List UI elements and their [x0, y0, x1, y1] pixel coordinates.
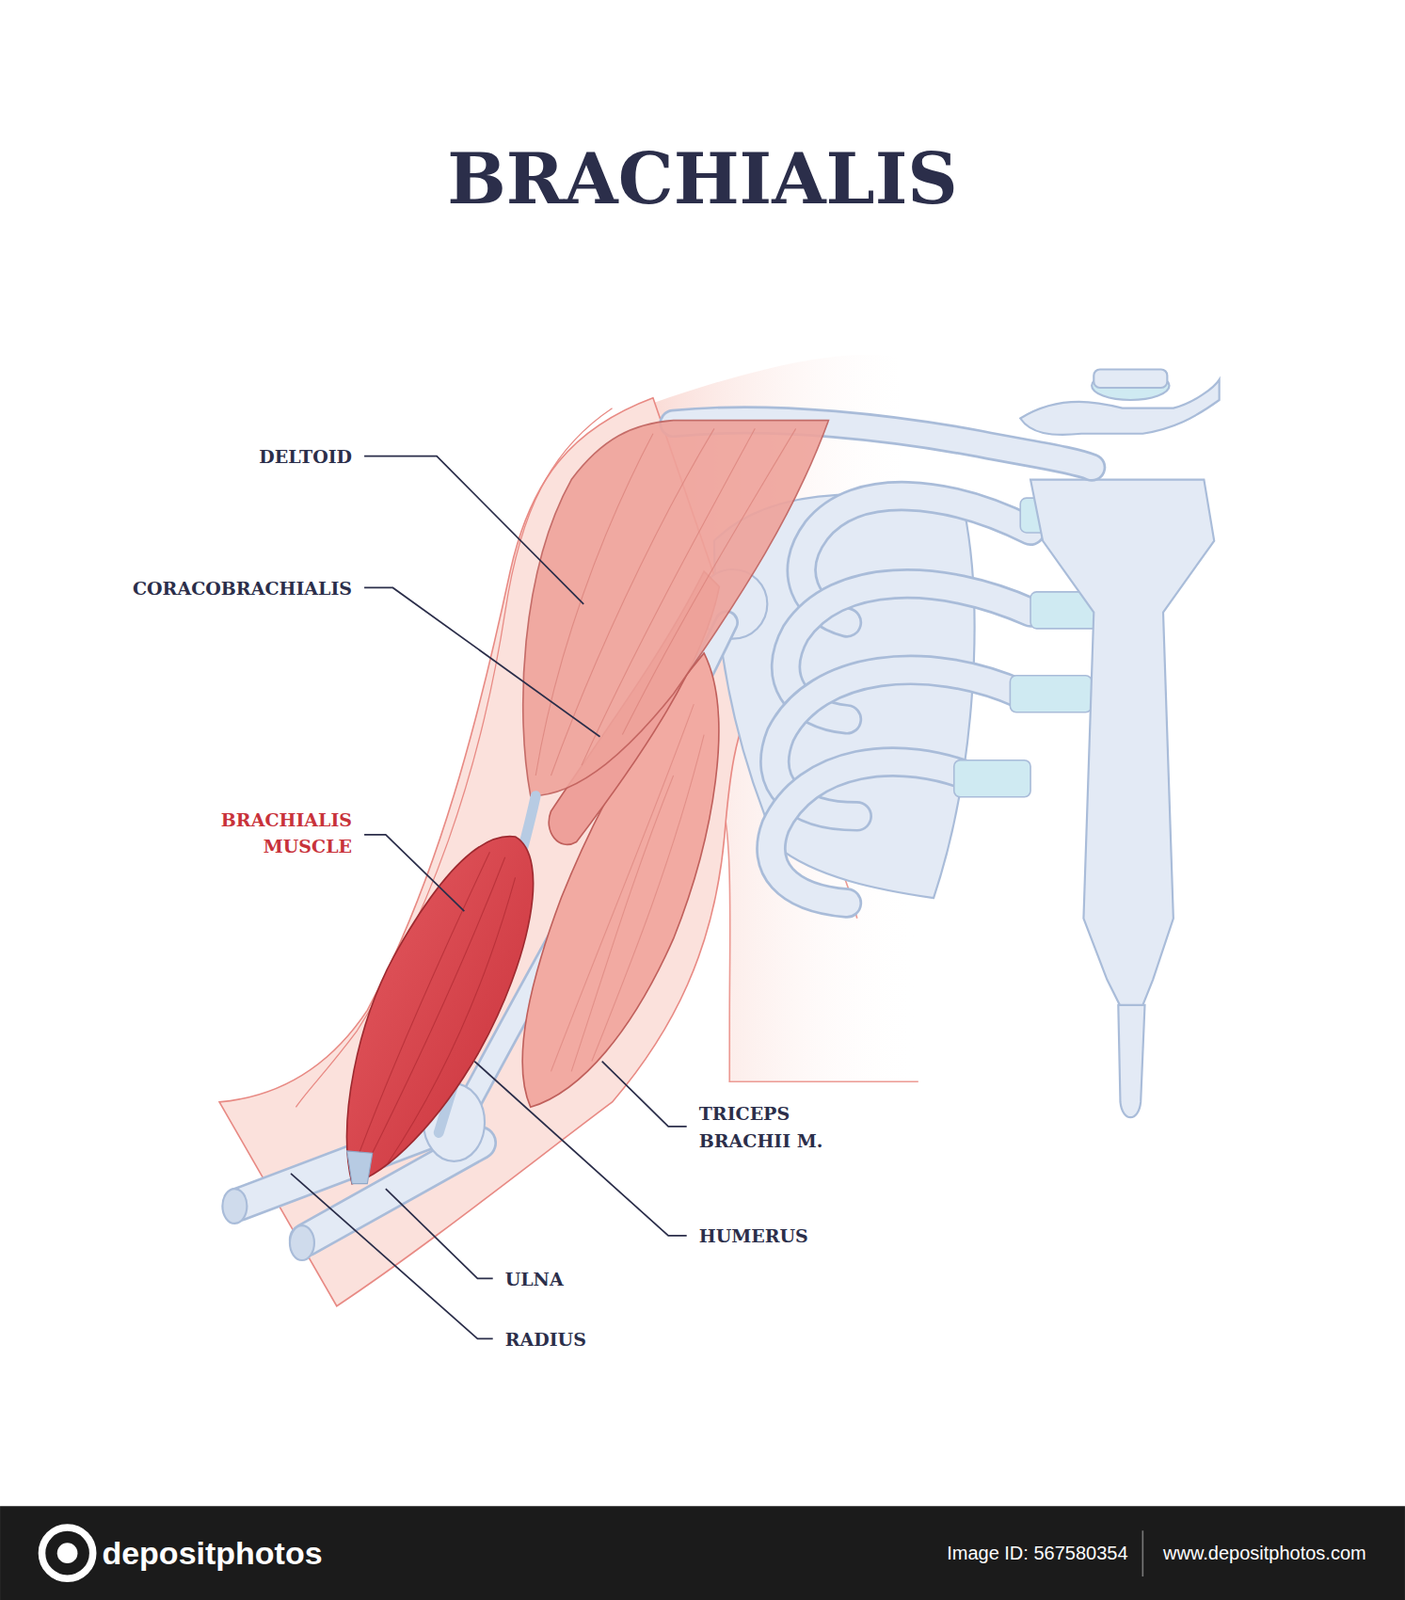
- muscle-fibers: [535, 428, 796, 776]
- footer-bar: [0, 1505, 1405, 1600]
- part-label: CORACOBRACHIALIS: [107, 574, 352, 602]
- logo-ring: [41, 1527, 93, 1579]
- xiphoid: [1117, 1005, 1145, 1118]
- watermark: www.depositphotos.com: [1163, 1538, 1380, 1567]
- watermark: depositphotos: [101, 1529, 384, 1578]
- vertebra: [1020, 368, 1219, 434]
- radius-end: [222, 1188, 247, 1224]
- part-label: DELTOID: [126, 442, 352, 470]
- part-label: ULNA: [505, 1264, 638, 1293]
- deltoid-muscle: [523, 420, 830, 797]
- part-label: HUMERUS: [699, 1222, 888, 1250]
- part-label: RADIUS: [505, 1325, 638, 1353]
- ulna-end: [289, 1225, 315, 1261]
- brachialis-tendon: [347, 1150, 373, 1184]
- sternum: [1030, 479, 1214, 1011]
- muscle-fibers: [359, 851, 516, 1164]
- ribs: [770, 495, 1031, 903]
- watermark: Image ID: 567580354: [946, 1538, 1135, 1567]
- footer-divider: [1142, 1530, 1145, 1577]
- logo-dot: [57, 1542, 79, 1564]
- title: BRACHIALIS: [0, 141, 1405, 218]
- highlight-label: BRACHIALIS MUSCLE: [191, 805, 352, 860]
- part-label: TRICEPS BRACHII M.: [699, 1100, 860, 1154]
